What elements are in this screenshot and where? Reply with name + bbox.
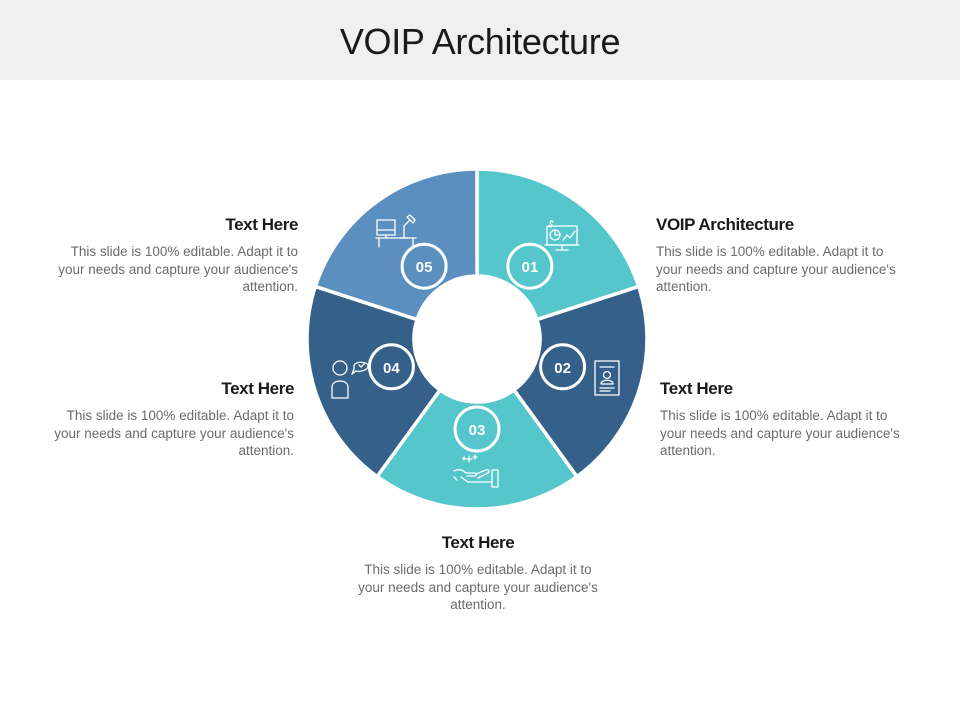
number-bubble-03 bbox=[453, 405, 501, 453]
block-body: This slide is 100% editable. Adapt it to… bbox=[656, 244, 896, 294]
block-heading: Text Here bbox=[221, 379, 294, 398]
segment-number-01: 01 bbox=[522, 259, 539, 276]
block-body: This slide is 100% editable. Adapt it to… bbox=[54, 408, 294, 458]
number-bubble-01 bbox=[506, 242, 554, 290]
segment-number-04: 04 bbox=[383, 360, 400, 377]
text-block-01: VOIP Architecture This slide is 100% edi… bbox=[656, 215, 896, 296]
segment-number-05: 05 bbox=[416, 259, 433, 276]
desk-workstation-icon bbox=[375, 214, 417, 248]
text-block-02: Text Here This slide is 100% editable. A… bbox=[660, 379, 900, 460]
title-bar: VOIP Architecture bbox=[0, 0, 960, 80]
segment-number-02: 02 bbox=[554, 360, 571, 377]
number-bubble-02 bbox=[539, 343, 587, 391]
slide-title: VOIP Architecture bbox=[339, 21, 621, 62]
hand-sparkle-icon bbox=[453, 454, 499, 488]
presentation-chart-icon bbox=[544, 220, 580, 251]
text-block-04: Text Here This slide is 100% editable. A… bbox=[54, 379, 294, 460]
text-block-03: Text Here This slide is 100% editable. A… bbox=[358, 533, 598, 614]
block-heading: VOIP Architecture bbox=[656, 215, 794, 234]
text-block-05: Text Here This slide is 100% editable. A… bbox=[58, 215, 298, 296]
block-body: This slide is 100% editable. Adapt it to… bbox=[660, 408, 900, 458]
number-bubble-05 bbox=[400, 242, 448, 290]
number-bubble-04 bbox=[367, 343, 415, 391]
block-heading: Text Here bbox=[660, 379, 733, 398]
block-body: This slide is 100% editable. Adapt it to… bbox=[358, 562, 598, 612]
block-heading: Text Here bbox=[441, 533, 515, 552]
block-heading: Text Here bbox=[225, 215, 298, 234]
segment-number-03: 03 bbox=[469, 422, 486, 439]
user-chat-icon bbox=[331, 360, 369, 399]
block-body: This slide is 100% editable. Adapt it to… bbox=[58, 244, 298, 294]
center-hole bbox=[414, 276, 540, 402]
resume-document-icon bbox=[594, 360, 620, 396]
